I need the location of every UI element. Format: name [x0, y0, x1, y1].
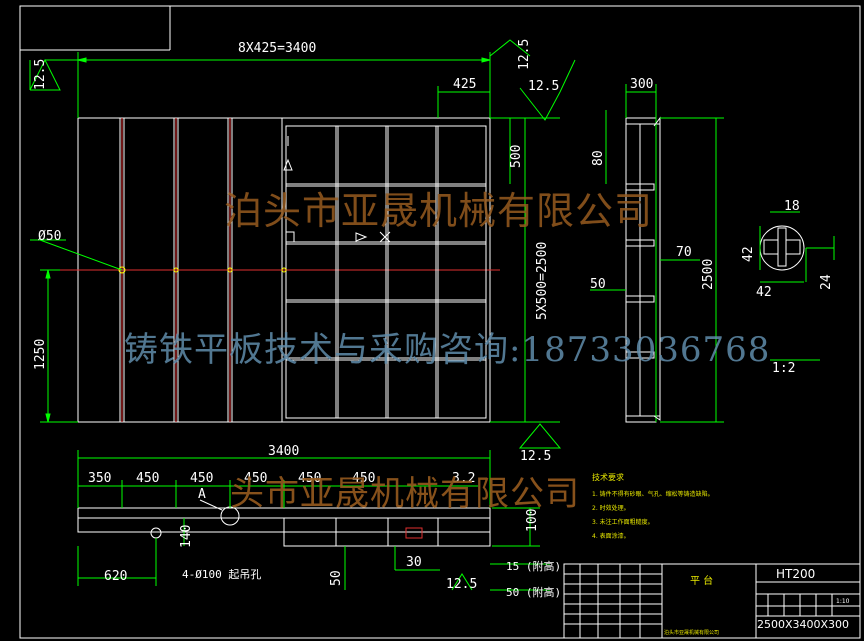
- roughness-bottom: 12.5: [520, 449, 551, 464]
- front-note-50: 50 (附高): [506, 585, 561, 599]
- front-height-140: 140: [179, 525, 194, 548]
- detail-width: 42: [756, 285, 772, 300]
- front-height-100: 100: [525, 509, 540, 532]
- front-dimensions: [77, 450, 550, 591]
- tech-note-3: 3. 未注工作面粗糙度。: [592, 518, 654, 526]
- front-spacing-7: 3.2: [452, 471, 475, 486]
- tech-notes-title: 技术要求: [592, 472, 624, 482]
- detail-dimensions: [759, 211, 835, 361]
- plan-view: [48, 117, 500, 423]
- side-length: 2500: [701, 259, 716, 290]
- dim-slot-width: 425: [453, 77, 476, 92]
- detail-depth: 24: [819, 274, 834, 290]
- dim-hole-diameter: Ø50: [38, 229, 61, 244]
- title-block-text: 平 台 HT200 2500X3400X300 泊头市亚晟机械有限公司 1:10: [664, 567, 850, 636]
- front-label-a: A: [198, 487, 206, 502]
- side-rib2: 50: [590, 277, 606, 292]
- front-spacing-5: 450: [298, 471, 321, 486]
- front-roughness: 12.5: [446, 577, 477, 592]
- front-dim-30: 30: [406, 555, 422, 570]
- side-dimensions: [590, 84, 724, 423]
- title-block: [563, 563, 861, 639]
- front-bottom-left: 620: [104, 569, 127, 584]
- roughness-top-left: 12.5: [33, 59, 48, 90]
- detail-view: [759, 225, 805, 271]
- detail-scale: 1:2: [772, 361, 795, 376]
- front-spacing-3: 450: [190, 471, 213, 486]
- material-label: HT200: [776, 567, 815, 581]
- dim-vertical-pitch: 5X500=2500: [535, 242, 550, 320]
- drawing-border: [19, 5, 861, 639]
- front-view: [77, 499, 491, 547]
- dim-height-center: 1250: [33, 339, 48, 370]
- front-note-15: 15 (附高): [506, 559, 561, 573]
- part-name: 平 台: [690, 574, 713, 587]
- front-spacing-1: 350: [88, 471, 111, 486]
- tech-note-1: 1. 铸件不得有砂眼、气孔、缩松等铸造缺陷。: [592, 490, 714, 498]
- size-label: 2500X3400X300: [757, 618, 849, 631]
- tech-notes-box: 技术要求 1. 铸件不得有砂眼、气孔、缩松等铸造缺陷。 2. 时效处理。 3. …: [592, 472, 714, 540]
- front-dim-50: 50: [329, 570, 344, 586]
- side-rib: 80: [591, 150, 606, 166]
- dim-overall-width: 8X425=3400: [238, 41, 316, 56]
- side-view: [625, 116, 661, 423]
- tech-note-4: 4. 表面涂漆。: [592, 532, 630, 540]
- front-holes-note: 4-Ø100 起吊孔: [182, 568, 261, 581]
- side-offset: 70: [676, 245, 692, 260]
- front-spacing-2: 450: [136, 471, 159, 486]
- dim-cell: 500: [509, 145, 524, 168]
- front-overall: 3400: [268, 444, 299, 459]
- roughness-top-right: 12.5: [528, 79, 559, 94]
- sheet-scale: 1:10: [836, 598, 850, 605]
- front-spacing-4: 450: [244, 471, 267, 486]
- plan-dimensions: [29, 39, 576, 449]
- roughness-top-mid: 12.5: [517, 39, 532, 70]
- front-spacing-6: 450: [352, 471, 375, 486]
- side-width: 300: [630, 77, 653, 92]
- tech-note-2: 2. 时效处理。: [592, 504, 630, 512]
- detail-height: 42: [741, 246, 756, 262]
- detail-slot: 18: [784, 199, 800, 214]
- company-small: 泊头市亚晟机械有限公司: [664, 629, 719, 636]
- dimension-text: 8X425=3400 425 Ø50 1250 5X500=2500 500 1…: [33, 39, 834, 599]
